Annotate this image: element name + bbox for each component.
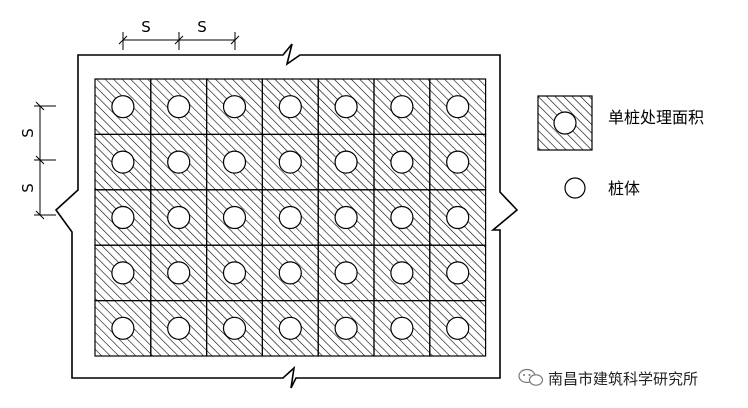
pile-circle	[446, 261, 470, 285]
pile-circle	[167, 316, 191, 340]
pile-circle	[222, 150, 247, 174]
pile-circle	[390, 95, 414, 119]
legend-cell-label: 单桩处理面积	[608, 108, 704, 127]
legend-pile-symbol	[564, 177, 586, 199]
pile-circle	[167, 150, 191, 174]
pile-circle	[222, 316, 247, 340]
pile-circle	[390, 205, 414, 230]
pile-circle	[334, 205, 358, 230]
pile-circle	[278, 95, 302, 119]
watermark-text: 南昌市建筑科学研究所	[548, 370, 698, 388]
pile-circle	[334, 261, 358, 285]
legend-cell-pile	[553, 111, 577, 135]
pile-circle	[446, 150, 470, 174]
pile-circle	[111, 150, 135, 174]
pile-grid	[94, 78, 487, 357]
top-dimension-label-1: S	[141, 18, 151, 36]
left-dimension: S S	[19, 101, 56, 220]
pile-circle	[167, 95, 191, 119]
pile-circle	[390, 261, 414, 285]
pile-circle	[111, 205, 135, 230]
foundation-outline	[54, 43, 519, 389]
pile-circle	[167, 261, 191, 285]
legend: 单桩处理面积 桩体	[537, 95, 704, 199]
pile-circle	[278, 150, 302, 174]
grid-cell	[373, 300, 431, 357]
legend-pile-label: 桩体	[608, 179, 640, 198]
pile-circle	[111, 316, 135, 340]
pile-circle	[334, 95, 358, 119]
left-dimension-label-1: S	[19, 128, 37, 138]
top-dimension-label-2: S	[197, 18, 207, 36]
pile-circle	[334, 316, 358, 340]
pile-circle	[446, 205, 470, 230]
pile-circle	[278, 261, 302, 285]
left-dimension-label-2: S	[19, 183, 37, 193]
watermark: 南昌市建筑科学研究所	[518, 368, 698, 388]
pile-circle	[222, 95, 247, 119]
wechat-icon	[518, 368, 544, 386]
pile-circle	[446, 95, 470, 119]
pile-circle	[222, 205, 247, 230]
pile-circle	[278, 316, 302, 340]
pile-circle	[334, 150, 358, 174]
pile-circle	[111, 261, 135, 285]
pile-circle	[167, 205, 191, 230]
top-dimension: S S	[118, 18, 240, 50]
pile-circle	[390, 316, 414, 340]
pile-circle	[446, 316, 470, 340]
pile-circle	[222, 261, 247, 285]
pile-circle	[278, 205, 302, 230]
pile-circle	[111, 95, 135, 119]
pile-circle	[390, 150, 414, 174]
